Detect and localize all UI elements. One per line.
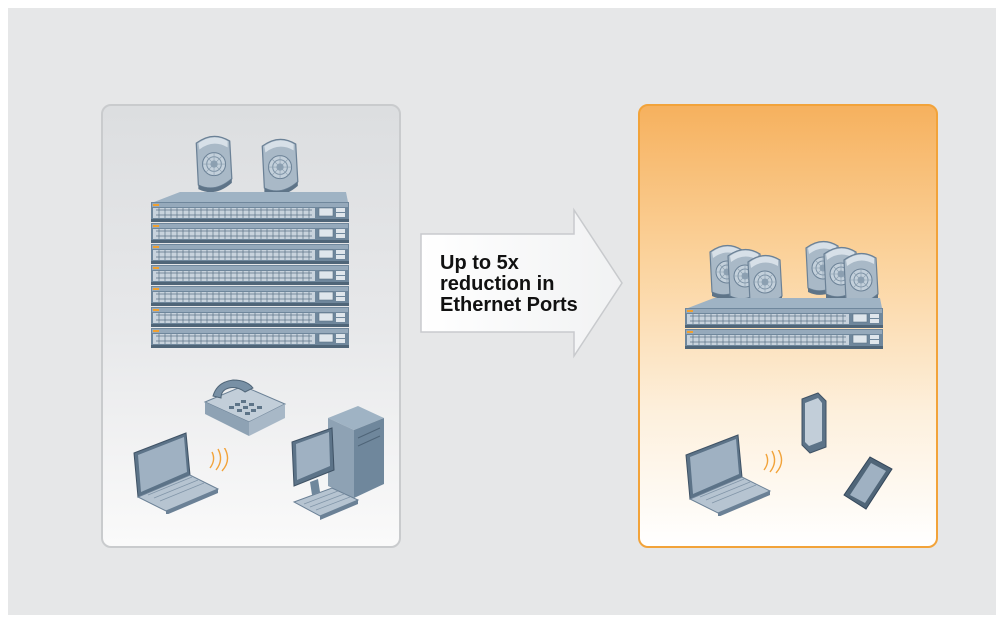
callout-line: Up to 5x [440,252,519,274]
network-switch-icon [151,192,349,348]
network-switch-icon [685,298,883,349]
access-point-icon [256,134,302,196]
callout-line: Ethernet Ports [440,294,578,316]
callout-line: reduction in [440,273,555,295]
wifi-waves-icon [760,450,790,474]
laptop-icon [680,432,772,516]
wifi-waves-icon [206,448,236,472]
smartphone-icon [801,392,827,454]
desk-phone-icon [203,379,287,436]
tablet-icon [843,456,893,510]
callout-text: Up to 5x reduction in Ethernet Ports [440,253,610,316]
laptop-icon [128,430,220,514]
reduction-arrow [420,207,623,359]
desktop-computer-icon [291,406,384,520]
access-point-icon [190,131,236,193]
